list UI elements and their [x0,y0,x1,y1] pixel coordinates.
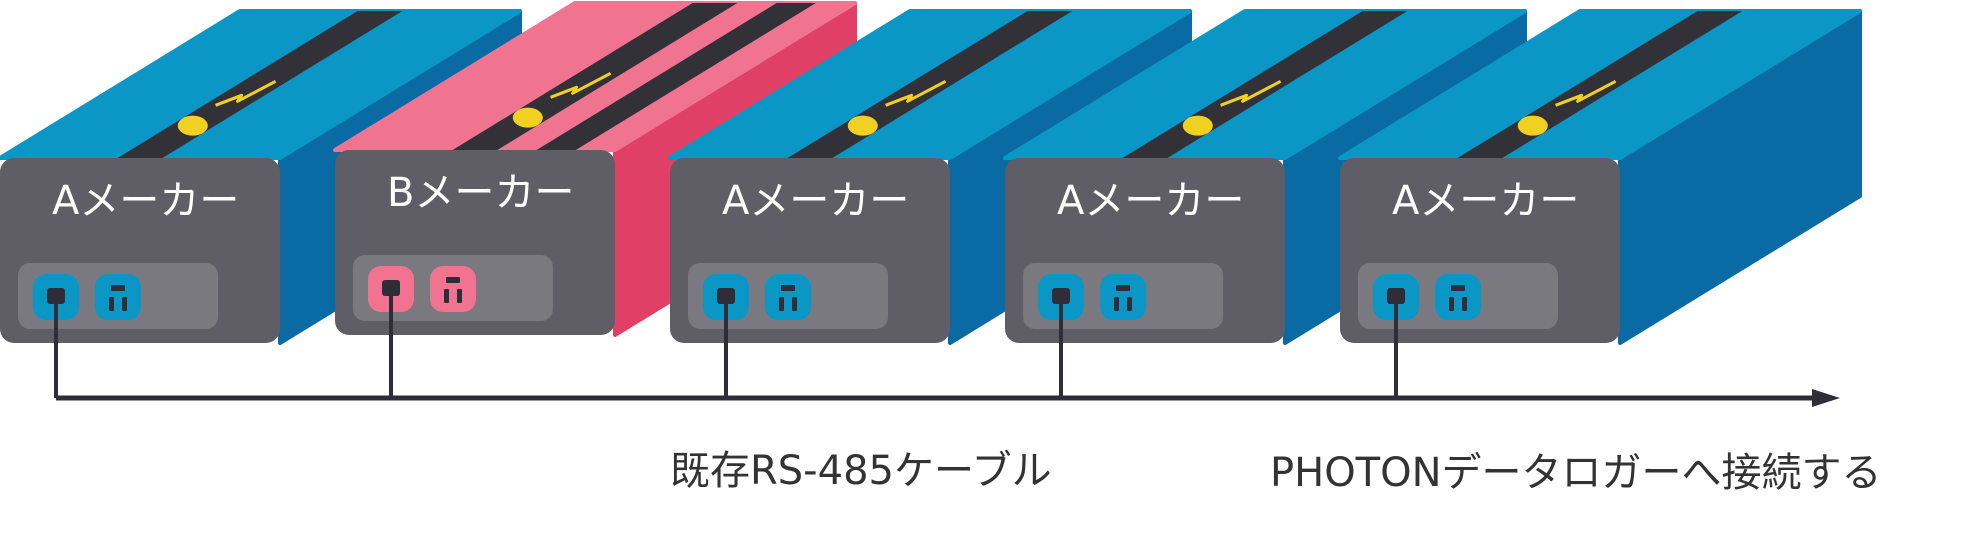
lightning-bolt-icon [215,79,277,107]
plugged-connector-icon [382,280,400,296]
status-lamp-icon [1182,115,1213,136]
outlet-slot-top [1116,285,1130,291]
status-lamp-icon [512,107,543,128]
rs485-bus [54,296,1840,407]
status-lamp-icon [847,115,878,136]
outlet-slot-top [781,285,795,291]
outlet-slot-left [1449,297,1454,311]
logger-caption: PHOTONデータロガーへ接続する [1270,450,1882,496]
outlet-slot-top [111,285,125,291]
outlet-slot-left [444,289,449,303]
outlet-slot-right [1462,297,1467,311]
outlet-slot-left [1114,297,1119,311]
unit-label: Bメーカー [387,170,574,216]
outlet-slot-right [1127,297,1132,311]
outlet-slot-left [109,297,114,311]
cable-caption: 既存RS-485ケーブル [670,448,1052,494]
outlet-port-icon [765,274,811,320]
unit-label: Aメーカー [722,178,909,224]
battery-unit-5: Aメーカー [1338,9,1862,345]
lightning-bolt-icon [550,71,612,99]
arrow-head-icon [1812,389,1840,407]
outlet-slot-right [792,297,797,311]
plugged-connector-icon [47,288,65,304]
outlet-port-icon [1435,274,1481,320]
lightning-bolt-icon [1220,79,1282,107]
plugged-connector-icon [717,288,735,304]
unit-label: Aメーカー [1057,178,1244,224]
lightning-bolt-icon [1555,79,1617,107]
outlet-slot-right [122,297,127,311]
plugged-connector-icon [1052,288,1070,304]
outlet-slot-top [446,277,460,283]
unit-label: Aメーカー [1392,178,1579,224]
outlet-port-icon [95,274,141,320]
lightning-bolt-icon [885,79,947,107]
outlet-port-icon [1100,274,1146,320]
outlet-port-icon [430,266,476,312]
status-lamp-icon [1517,115,1548,136]
status-lamp-icon [177,115,208,136]
outlet-slot-top [1451,285,1465,291]
outlet-slot-right [457,289,462,303]
outlet-slot-left [779,297,784,311]
units-layer: Aメーカー Bメーカー Aメーカー Aメーカー Aメーカー [0,1,1862,345]
plugged-connector-icon [1387,288,1405,304]
unit-top-stripe-2 [536,3,816,150]
unit-label: Aメーカー [52,178,239,224]
